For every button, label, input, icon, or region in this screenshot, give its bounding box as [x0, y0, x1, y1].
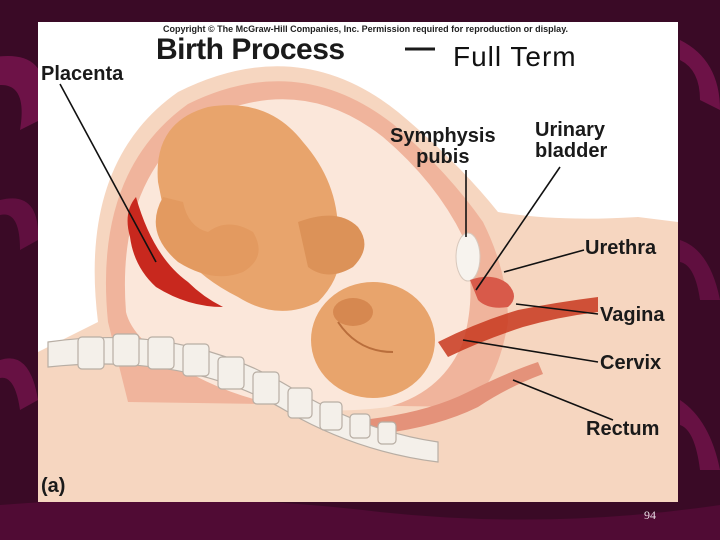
label-symphysis-line1: Symphysis: [390, 126, 496, 147]
label-symphysis-pubis: Symphysis pubis: [390, 126, 496, 168]
label-placenta: Placenta: [41, 64, 123, 84]
label-urinary-bladder: Urinary bladder: [535, 120, 607, 162]
label-urinary-line1: Urinary: [535, 120, 607, 141]
slide-subtitle: Full Term: [453, 43, 577, 71]
slide-title: Birth Process: [156, 35, 345, 65]
page-number: 94: [644, 508, 656, 523]
label-cervix: Cervix: [600, 353, 661, 373]
label-urinary-line2: bladder: [535, 141, 607, 162]
label-part-a: (a): [41, 476, 65, 496]
label-symphysis-line2: pubis: [390, 147, 496, 168]
label-urethra: Urethra: [585, 238, 656, 258]
label-vagina: Vagina: [600, 305, 664, 325]
diagram-panel: Copyright © The McGraw-Hill Companies, I…: [38, 22, 678, 502]
label-rectum: Rectum: [586, 419, 659, 439]
anatomy-illustration: [38, 22, 678, 502]
symphysis-pubis-bone: [456, 233, 480, 281]
fetus-head: [311, 282, 435, 398]
title-dash: —: [405, 33, 435, 63]
